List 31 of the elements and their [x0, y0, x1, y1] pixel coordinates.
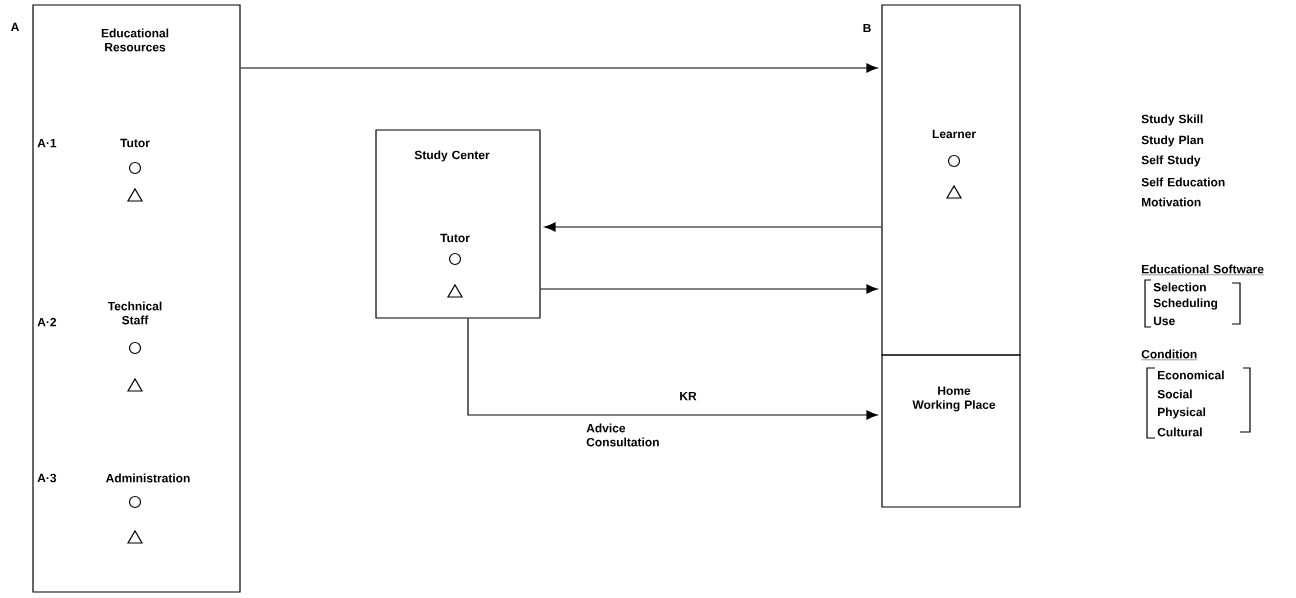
role-label: Technical Staff [107, 301, 162, 325]
note-text: Advice Consultation [586, 423, 659, 447]
box: Learner [881, 4, 1021, 356]
note-text: Use [1153, 316, 1175, 326]
arrow [544, 222, 882, 232]
arrow [467, 318, 878, 420]
arrow [540, 284, 878, 294]
note-text: Cultural [1157, 427, 1202, 437]
role-label: Tutor [440, 233, 470, 243]
letter-label: B [863, 23, 871, 33]
note-text: Scheduling [1153, 298, 1218, 310]
role-label: Administration [105, 473, 190, 483]
letter-label: A [10, 22, 19, 32]
note-text: Social [1157, 389, 1192, 399]
note-text: A·1 [37, 138, 57, 148]
note-text: Study Skill [1141, 114, 1203, 126]
note-text: Selection [1153, 282, 1206, 292]
note-text: Self Study [1141, 155, 1201, 167]
edge-label: KR [678, 390, 698, 402]
note-text: Study Plan [1141, 135, 1204, 147]
note-text: A·2 [37, 317, 57, 327]
box: Home Working Place [881, 354, 1021, 508]
arrow [240, 63, 878, 73]
note-text: Physical [1158, 407, 1206, 419]
note-text: Educational Software [1141, 264, 1265, 275]
note-text: A·3 [37, 473, 57, 483]
note-text: Condition [1141, 349, 1198, 360]
role-label: Tutor [120, 138, 150, 148]
note-text: Economical [1158, 370, 1224, 380]
note-text: Motivation [1142, 197, 1201, 207]
note-text: Self Education [1141, 177, 1225, 187]
